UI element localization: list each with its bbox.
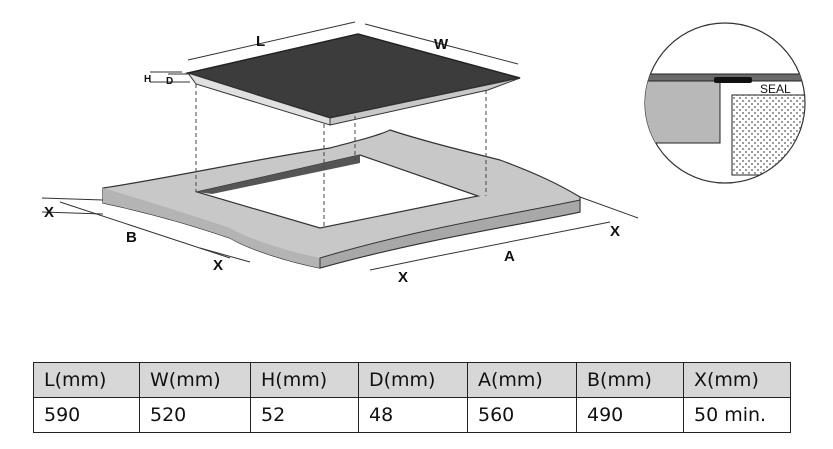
dim-label-a: A (504, 248, 515, 265)
table-row: 590 520 52 48 560 490 50 min. (33, 397, 791, 433)
dimension-lines (41, 21, 639, 271)
projection-lines (195, 84, 487, 228)
dimensions-table: L(mm) W(mm) H(mm) D(mm) A(mm) B(mm) X(mm… (33, 362, 791, 433)
seal-strip (714, 77, 752, 83)
header-a: A(mm) (467, 362, 577, 398)
dim-label-d: D (166, 76, 173, 87)
value-x: 50 min. (683, 397, 791, 433)
dim-label-w: W (434, 36, 449, 53)
dim-label-x-right: X (610, 223, 620, 240)
value-b: 490 (576, 397, 684, 433)
value-l: 590 (33, 397, 140, 433)
header-l: L(mm) (33, 362, 140, 398)
dim-label-l: L (256, 33, 265, 50)
header-d: D(mm) (358, 362, 468, 398)
table-header-row: L(mm) W(mm) H(mm) D(mm) A(mm) B(mm) X(mm… (33, 362, 791, 398)
value-a: 560 (467, 397, 577, 433)
seal-label: SEAL (760, 82, 791, 96)
header-h: H(mm) (250, 362, 359, 398)
installation-diagram: L W H D X B X X A X SEAL (41, 21, 806, 286)
dim-label-h: H (144, 74, 151, 85)
hob (185, 33, 521, 126)
header-w: W(mm) (139, 362, 251, 398)
header-b: B(mm) (576, 362, 684, 398)
dim-label-x-front: X (213, 257, 223, 274)
value-w: 520 (139, 397, 251, 433)
value-h: 52 (250, 397, 359, 433)
dim-label-b: B (126, 229, 137, 246)
dim-label-x-bottom: X (398, 269, 408, 286)
dim-label-x-left: X (44, 204, 54, 221)
worktop (102, 129, 581, 269)
seal-detail: SEAL (644, 22, 806, 184)
header-x: X(mm) (683, 362, 791, 398)
value-d: 48 (358, 397, 468, 433)
